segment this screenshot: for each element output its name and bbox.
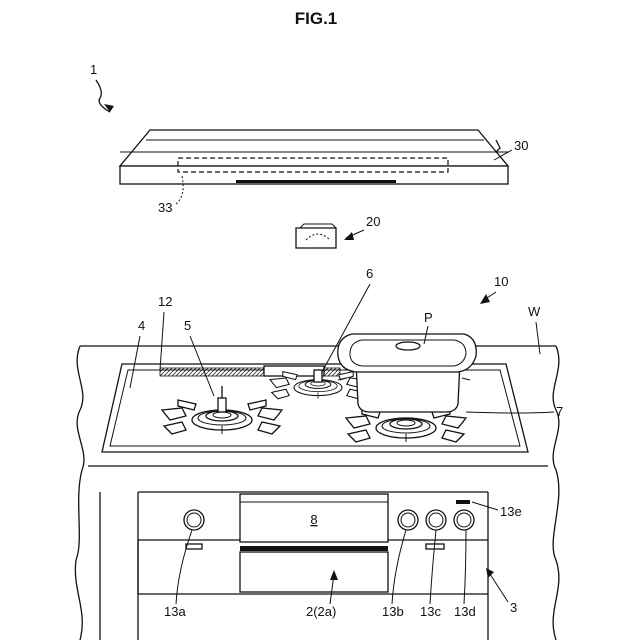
- label-vent: 12: [158, 294, 172, 309]
- label-cooktop: 10: [494, 274, 508, 289]
- vent-callout: 12: [158, 294, 172, 370]
- cooktop-callout: 10: [480, 274, 508, 304]
- figure-title: FIG.1: [295, 9, 338, 28]
- burner-rear-sensor: [314, 370, 322, 382]
- label-top-plate: 4: [138, 318, 145, 333]
- label-knob-d: 13d: [454, 604, 476, 619]
- label-wall: W: [528, 304, 541, 319]
- label-switch: 13e: [500, 504, 522, 519]
- label-burner-rear: 6: [366, 266, 373, 281]
- knob-13a: [184, 510, 204, 530]
- range-hood: [120, 130, 508, 184]
- label-knob-left: 13a: [164, 604, 186, 619]
- knob-13d: [454, 510, 474, 530]
- label-pot: P: [424, 310, 433, 325]
- label-burner-left: 5: [184, 318, 191, 333]
- label-system: 1: [90, 62, 97, 77]
- controller-callout: 20: [344, 214, 380, 240]
- label-knob-b: 13b: [382, 604, 404, 619]
- knob-13a-indicator: [186, 544, 202, 549]
- label-cabinet: 3: [510, 600, 517, 615]
- label-hood-part: 33: [158, 200, 172, 215]
- label-grill: 2(2a): [306, 604, 336, 619]
- switch-13e: [456, 500, 470, 504]
- grill-door: 8: [240, 494, 388, 592]
- knob-13b: [398, 510, 418, 530]
- label-burner-right: 7: [556, 404, 563, 419]
- pot: [338, 334, 476, 412]
- label-range-hood: 30: [514, 138, 528, 153]
- label-controller: 20: [366, 214, 380, 229]
- system-callout: 1: [90, 62, 114, 112]
- label-knob-c: 13c: [420, 604, 441, 619]
- knob-13c: [426, 510, 446, 530]
- label-grill-door: 8: [310, 512, 317, 527]
- controller-box: [296, 224, 336, 248]
